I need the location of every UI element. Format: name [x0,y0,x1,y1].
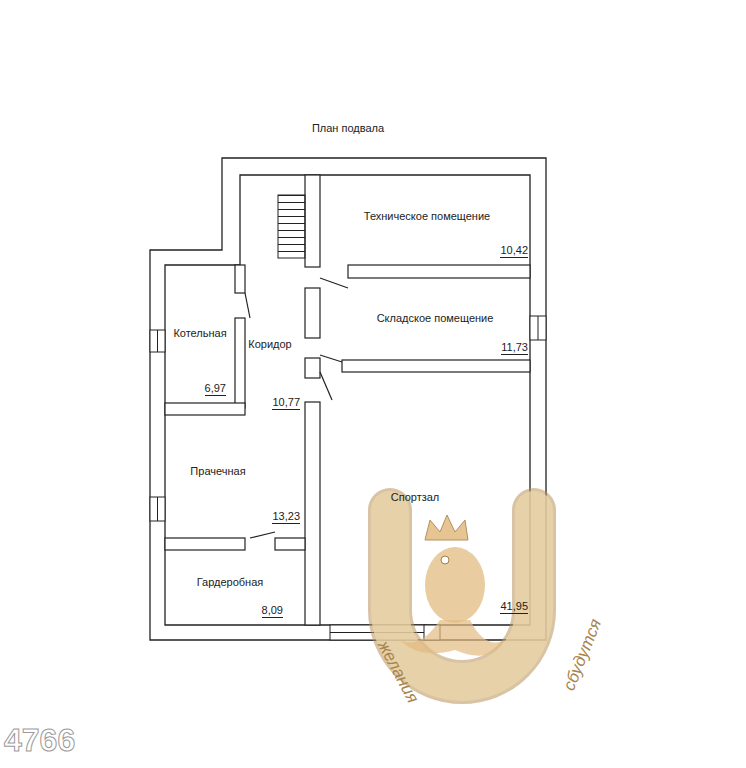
room-name: Коридор [248,338,291,351]
room-area: Прачечная 13,23 [165,415,305,538]
door-swings [245,278,348,538]
room-area: Техническое помещение 10,42 [320,175,530,265]
plan-title: План подвала [312,122,384,134]
inner-wall-line [165,175,530,625]
room-name: Прачечная [190,465,245,478]
room-area: Коридор 10,77 [245,175,305,415]
logo-text: сбудутся [560,616,607,693]
room-name: Техническое помещение [364,210,490,223]
horseshoe-logo [390,510,534,682]
room-area-value: 10,77 [272,396,300,410]
room-area: Спортзал 41,95 [320,372,530,625]
room-area: Гардеробная 8,09 [165,550,305,625]
room-area: Котельная 6,97 [165,265,235,403]
outer-wall [150,158,546,640]
windows [150,316,546,640]
room-area: Складское помещение 11,73 [320,278,530,360]
room-area-value: 13,23 [272,510,300,524]
room-area-value: 41,95 [500,600,528,614]
watermark-number: 4766 [4,722,75,759]
room-area-value: 11,73 [501,341,528,355]
room-area-value: 8,09 [262,604,283,618]
staircase [278,195,305,258]
room-name: Спортзал [391,491,440,504]
room-area-value: 10,42 [500,244,528,258]
room-area-value: 6,97 [205,382,226,396]
room-name: Котельная [173,327,226,340]
room-name: Гардеробная [197,576,264,589]
room-name: Складское помещение [377,312,494,325]
interior-walls [165,175,530,625]
